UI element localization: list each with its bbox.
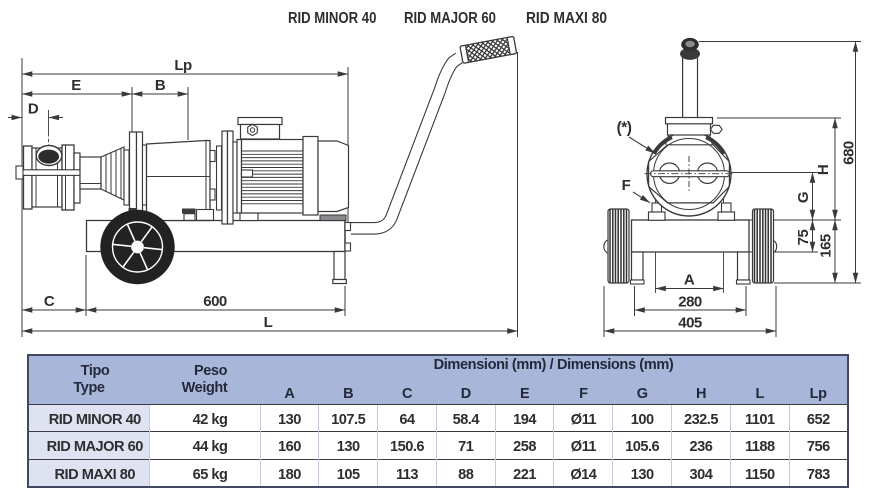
- svg-text:RID MINOR 40: RID MINOR 40: [288, 10, 377, 27]
- svg-text:600: 600: [203, 293, 227, 310]
- svg-text:RID MAJOR 60: RID MAJOR 60: [404, 10, 496, 27]
- svg-text:D: D: [28, 101, 39, 118]
- svg-text:G: G: [795, 192, 812, 203]
- svg-text:Lp: Lp: [174, 57, 192, 74]
- svg-text:A: A: [684, 272, 695, 289]
- svg-text:RID MAXI 80: RID MAXI 80: [526, 10, 607, 27]
- svg-text:C: C: [44, 293, 55, 310]
- svg-text:680: 680: [841, 141, 858, 165]
- svg-text:405: 405: [678, 315, 702, 332]
- svg-text:F: F: [622, 177, 631, 194]
- svg-text:E: E: [71, 77, 81, 94]
- svg-text:280: 280: [678, 294, 702, 311]
- svg-text:(*): (*): [617, 120, 632, 137]
- svg-text:L: L: [264, 314, 273, 331]
- svg-text:B: B: [155, 77, 166, 94]
- svg-text:75: 75: [795, 230, 812, 246]
- svg-text:H: H: [815, 165, 832, 175]
- svg-text:165: 165: [818, 234, 835, 258]
